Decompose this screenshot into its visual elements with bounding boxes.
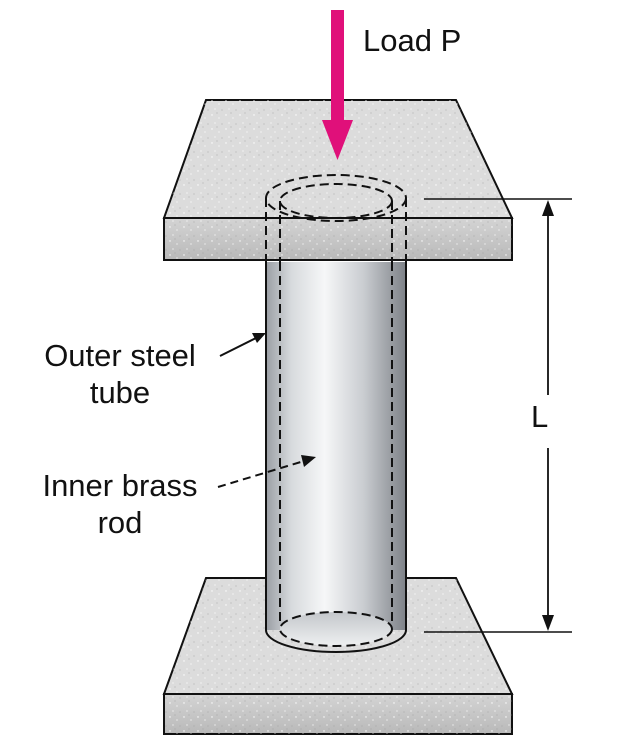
inner-rod-label-line1: Inner brass: [42, 468, 198, 503]
inner-rod-label-line2: rod: [97, 505, 143, 541]
outer-tube-label-line1: Outer steel: [44, 338, 196, 373]
tube-leader-arrow: [219, 333, 266, 357]
dimension-arrowhead-bottom-icon: [542, 615, 554, 631]
inner-brass-rod: [279, 262, 393, 625]
dimension-arrowhead-top-icon: [542, 200, 554, 216]
outer-steel-tube: [265, 262, 407, 653]
length-dimension: [424, 198, 572, 633]
length-label: L: [531, 399, 549, 434]
load-arrow-icon: [322, 10, 353, 160]
bottom-plate: [162, 577, 514, 735]
rod-leader-arrow: [217, 455, 316, 488]
load-label: Load P: [363, 23, 462, 58]
outer-tube-label-line2: tube: [89, 375, 151, 411]
top-plate: [162, 99, 514, 262]
inner-rod-label: Inner brass rod: [22, 467, 218, 541]
outer-tube-label: Outer steel tube: [22, 337, 218, 411]
